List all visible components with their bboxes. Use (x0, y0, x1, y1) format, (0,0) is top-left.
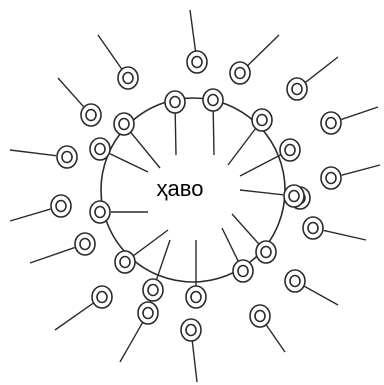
outer-particle-10 (30, 233, 95, 263)
outer-particle-7-outer-ring (321, 167, 341, 189)
boundary-particle-3 (203, 89, 223, 155)
boundary-particle-9-tail (134, 230, 168, 255)
outer-particle-1 (98, 35, 138, 89)
outer-particle-12-tail (55, 303, 93, 330)
boundary-particle-5-tail (240, 155, 280, 176)
boundary-particle-2 (165, 91, 185, 155)
boundary-particle-1-outer-ring (114, 113, 134, 135)
outer-particle-3 (230, 35, 279, 84)
outer-particle-13-outer-ring (250, 305, 270, 327)
outer-particle-12-outer-ring (92, 286, 112, 308)
boundary-particle-1-tail (131, 133, 160, 168)
outer-particle-15-outer-ring (181, 319, 201, 341)
outer-particle-4 (287, 57, 338, 100)
outer-particle-9-tail (10, 209, 50, 221)
outer-particle-15 (181, 319, 201, 382)
boundary-particle-11 (186, 240, 206, 308)
outer-particle-15-tail (192, 341, 197, 382)
outer-particle-2 (187, 10, 207, 73)
outer-particle-5-tail (341, 107, 378, 119)
outer-particle-1-tail (98, 35, 122, 69)
boundary-particle-13 (232, 214, 276, 263)
outer-particle-1-outer-ring (118, 67, 138, 89)
boundary-particle-7-outer-ring (90, 138, 110, 160)
boundary-particle-11-outer-ring (186, 286, 206, 308)
boundary-particle-6-tail (240, 190, 283, 195)
outer-particle-6-tail (10, 150, 56, 156)
boundary-particle-4-outer-ring (252, 109, 272, 131)
boundary-particle-5 (240, 139, 300, 176)
boundary-particle-5-outer-ring (280, 139, 300, 161)
outer-particle-12 (55, 286, 112, 330)
boundary-particle-6 (240, 185, 304, 207)
outer-particle-7 (321, 165, 380, 189)
boundary-particle-2-outer-ring (165, 91, 185, 113)
outer-particle-13 (250, 305, 285, 352)
boundary-particle-7-tail (110, 154, 148, 172)
outer-particle-3-tail (248, 35, 279, 65)
boundary-particle-13-outer-ring (256, 241, 276, 263)
outer-particle-6-outer-ring (57, 146, 77, 168)
outer-particle-14-tail (120, 323, 143, 362)
outer-particle-2-outer-ring (187, 51, 207, 73)
outer-particle-5 (321, 107, 378, 134)
boundary-particle-8-outer-ring (90, 201, 110, 223)
boundary-particle-3-tail (213, 111, 214, 155)
outer-particle-11 (285, 270, 338, 305)
boundary-particle-13-tail (232, 214, 259, 244)
outer-particle-3-outer-ring (230, 62, 250, 84)
outer-particle-14-outer-ring (138, 302, 158, 324)
outer-particle-13-tail (266, 325, 285, 352)
outer-particle-5-outer-ring (321, 112, 341, 134)
outer-particle-8 (303, 217, 366, 240)
boundary-particle-8 (90, 201, 148, 223)
outer-particle-4-outer-ring (287, 78, 307, 100)
outer-particle-10-tail (30, 248, 75, 263)
outer-particle-9-outer-ring (51, 195, 71, 217)
boundary-particle-10-outer-ring (143, 279, 163, 301)
boundary-particle-4-tail (228, 129, 255, 165)
outer-particle-8-outer-ring (303, 217, 323, 239)
boundary-particle-12-tail (222, 228, 238, 261)
outer-particle-10-outer-ring (75, 233, 95, 255)
outer-particle-6 (10, 146, 77, 168)
boundary-particle-3-outer-ring (203, 89, 223, 111)
boundary-particle-12 (222, 228, 253, 282)
outer-particle-11-outer-ring (285, 270, 305, 292)
outer-particle-7-tail (342, 165, 380, 175)
boundary-particle-9-outer-ring (115, 251, 135, 273)
outer-particle-8-tail (324, 230, 366, 240)
outer-particle-9 (10, 195, 71, 221)
outer-particle-14 (120, 302, 158, 362)
boundary-particle-12-outer-ring (233, 260, 253, 282)
outer-particle-16-outer-ring (81, 104, 101, 126)
boundary-particle-10-tail (157, 240, 170, 280)
outer-particle-4-tail (306, 57, 338, 82)
boundary-particle-6-outer-ring (284, 185, 304, 207)
outer-particle-16 (58, 78, 101, 126)
outer-particle-2-tail (190, 10, 196, 51)
outer-particle-11-tail (305, 286, 338, 305)
boundary-particle-2-tail (175, 113, 176, 155)
center-label: ҳаво (157, 176, 204, 201)
outer-particle-16-tail (58, 78, 84, 107)
